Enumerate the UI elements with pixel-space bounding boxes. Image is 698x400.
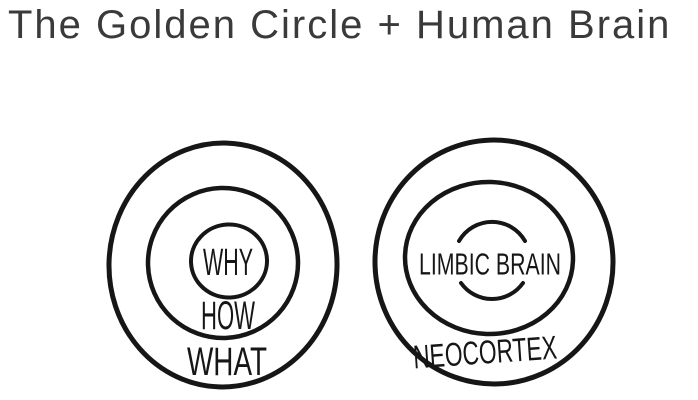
human-brain-inner-ring-bottom-arc (459, 281, 525, 301)
human-brain-inner-ring-top-arc (457, 219, 527, 243)
human-brain-label-neocortex: NEOCORTEX (412, 329, 558, 376)
golden-circle-middle-ring (145, 185, 301, 341)
golden-circle-diagram: WHY HOW WHAT (106, 140, 340, 390)
golden-circle-label-why: WHY (203, 242, 253, 284)
human-brain-diagram: LIMBIC BRAIN NEOCORTEX (372, 137, 616, 387)
golden-circle-label-how: HOW (201, 294, 255, 338)
human-brain-outer-ring (372, 137, 616, 387)
human-brain-middle-ring (402, 179, 576, 337)
golden-circle-inner-ring (189, 222, 269, 300)
page-title: The Golden Circle + Human Brain (8, 3, 672, 47)
golden-circle-outer-ring (106, 140, 340, 390)
golden-circle-label-what: WHAT (187, 340, 267, 384)
human-brain-label-limbic-brain: LIMBIC BRAIN (419, 247, 561, 282)
